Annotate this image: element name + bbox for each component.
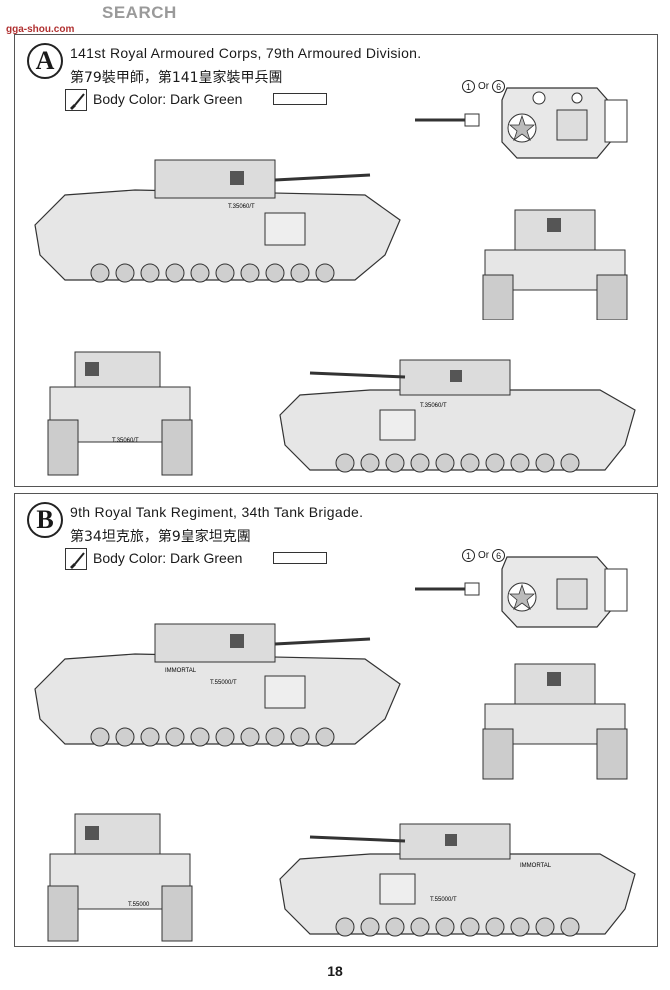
- svg-text:T.55000/T: T.55000/T: [430, 897, 457, 903]
- body-color-label: Body Color: Dark Green: [93, 91, 243, 107]
- svg-text:IMMORTAL: IMMORTAL: [165, 668, 197, 674]
- turret-top-view: 1 Or 6: [407, 80, 637, 170]
- unit-title: 141st Royal Armoured Corps, 79th Armoure…: [70, 45, 422, 61]
- tank-front-view: [465, 654, 645, 784]
- svg-text:T.55000: T.55000: [128, 902, 150, 908]
- panel-letter-badge: A: [27, 43, 63, 79]
- svg-text:IMMORTAL: IMMORTAL: [520, 863, 552, 869]
- tank-rear-view: T.35060/T: [40, 330, 200, 480]
- callout-1: 1: [462, 549, 475, 562]
- unit-title: 9th Royal Tank Regiment, 34th Tank Briga…: [70, 504, 364, 520]
- callout-6: 6: [492, 549, 506, 562]
- tank-right-side-view: T.35060/T: [270, 335, 650, 485]
- tank-front-view: [465, 200, 645, 320]
- decal-panel-b: B 9th Royal Tank Regiment, 34th Tank Bri…: [14, 493, 658, 947]
- right-serial-marking: T.35060/T: [420, 403, 447, 409]
- watermark-logo: SEARCH gga-shou.com: [4, 3, 177, 37]
- watermark-subtitle: gga-shou.com: [6, 24, 75, 35]
- rear-serial-marking: T.35060/T: [112, 438, 139, 444]
- svg-text:T.55000/T: T.55000/T: [210, 680, 237, 686]
- callout-or: Or: [478, 81, 490, 92]
- tank-rear-view: T.55000: [40, 794, 200, 944]
- decal-panel-a: A 141st Royal Armoured Corps, 79th Armou…: [14, 34, 658, 487]
- unit-title-chinese: 第79裝甲師，第141皇家裝甲兵團: [70, 70, 283, 86]
- unit-title-chinese: 第34坦克旅，第9皇家坦克團: [70, 529, 251, 545]
- dark-green-swatch: [273, 552, 327, 564]
- callout-1: 1: [462, 80, 475, 93]
- paint-brush-icon: [65, 548, 87, 570]
- serial-marking: T.35060/T: [228, 204, 255, 210]
- callout-or: Or: [478, 550, 490, 561]
- tank-left-side-view: IMMORTAL T.55000/T: [25, 604, 415, 754]
- tank-left-side-view: T.35060/T: [25, 135, 415, 295]
- turret-top-view: 1 Or 6: [407, 549, 637, 639]
- callout-group: 1 Or 6: [462, 80, 506, 93]
- body-color-label: Body Color: Dark Green: [93, 550, 243, 566]
- page-number: 18: [327, 963, 343, 979]
- callout-group: 1 Or 6: [462, 549, 506, 562]
- watermark-title: SEARCH: [102, 3, 177, 22]
- callout-6: 6: [492, 80, 506, 93]
- tank-right-side-view: IMMORTAL T.55000/T: [270, 799, 650, 944]
- dark-green-swatch: [273, 93, 327, 105]
- panel-letter-badge: B: [27, 502, 63, 538]
- paint-brush-icon: [65, 89, 87, 111]
